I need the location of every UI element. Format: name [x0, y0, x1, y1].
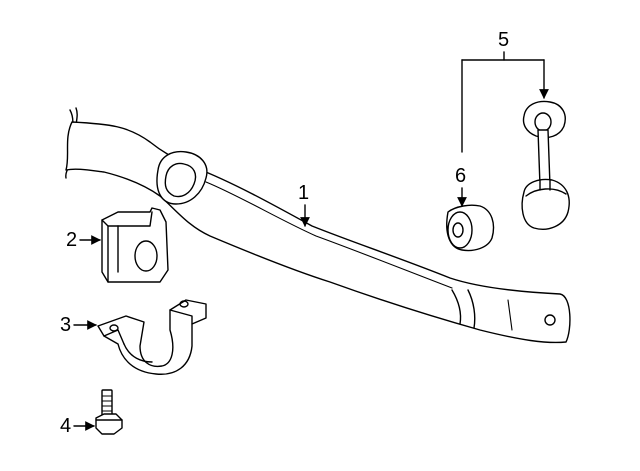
bracket: [97, 299, 207, 375]
callout-3-label: 3: [60, 314, 71, 336]
callout-5-label: 5: [498, 29, 509, 51]
callout-5: 5: [461, 29, 549, 153]
callout-1-label: 1: [298, 182, 309, 204]
bushing: [101, 207, 169, 283]
link-bushing: [446, 204, 495, 252]
callout-1: 1: [298, 182, 310, 227]
stabilizer-link: [521, 100, 570, 230]
callout-4: 4: [60, 415, 95, 437]
callout-6: 6: [455, 165, 467, 207]
stabilizer-bar: [65, 107, 571, 344]
callout-2: 2: [66, 229, 101, 251]
callout-4-label: 4: [60, 415, 71, 437]
callout-6-label: 6: [455, 165, 466, 187]
callout-2-label: 2: [66, 229, 77, 251]
bolt: [95, 389, 123, 435]
callout-3: 3: [60, 314, 97, 336]
